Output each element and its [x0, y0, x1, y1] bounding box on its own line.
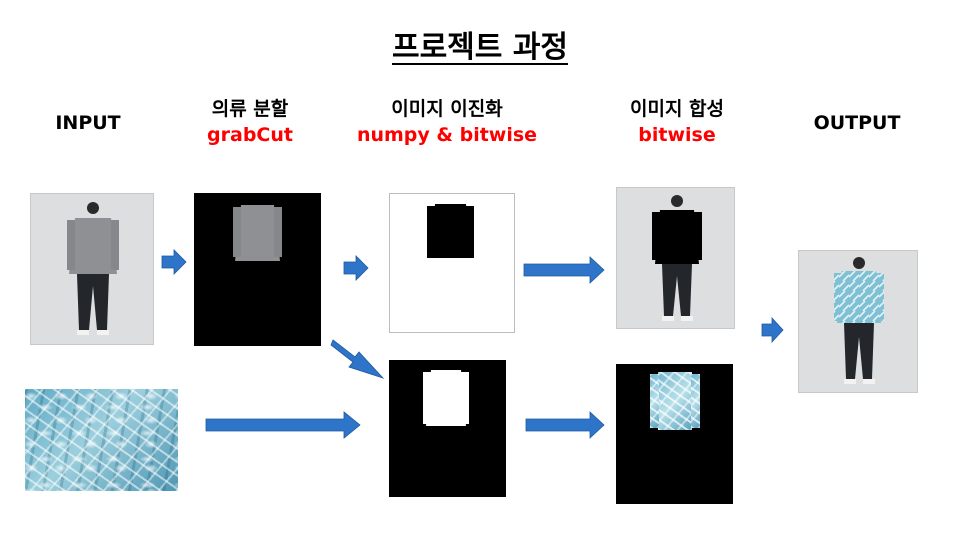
shirt-shape — [233, 205, 282, 261]
stage-label-segmentation: 의류 분할 grabCut — [207, 98, 293, 146]
person-figure — [67, 202, 119, 335]
textured-shirt-right-sleeve — [691, 374, 700, 428]
water-texture-image — [25, 389, 178, 491]
arrow-segmentation-diagonal — [330, 339, 385, 379]
input-person-image — [30, 193, 154, 345]
person-black-shirt-figure — [652, 195, 702, 321]
textured-shirt-left-sleeve — [650, 374, 659, 428]
stage-label-composition: 이미지 합성 bitwise — [629, 98, 725, 146]
white-shirt-mask — [423, 370, 469, 426]
stage-tech-bitwise: bitwise — [638, 124, 716, 146]
stage-label-input: INPUT — [55, 112, 121, 134]
stage-tech-grabcut: grabCut — [207, 124, 293, 146]
binary-mask-image — [389, 360, 506, 497]
stage-label-output: OUTPUT — [813, 112, 901, 134]
segmented-shirt-image — [194, 193, 321, 346]
arrow-segmentation-to-mask — [343, 255, 369, 281]
arrow-texture-to-mask — [205, 411, 361, 439]
output-person-image — [798, 250, 918, 393]
stage-tech-numpy-bitwise: numpy & bitwise — [356, 124, 538, 146]
textured-shirt-body — [658, 372, 692, 430]
output-person-figure — [834, 257, 884, 384]
page-title: 프로젝트 과정 — [391, 30, 569, 65]
arrow-input-to-segmentation — [161, 249, 187, 275]
textured-shirt-image — [616, 364, 733, 504]
person-black-shirt-image — [616, 187, 735, 329]
black-shirt-mask — [427, 204, 474, 258]
arrow-mask-to-textured — [525, 411, 605, 439]
arrow-mask-to-composite — [523, 256, 605, 284]
arrow-to-output — [761, 316, 784, 344]
stage-label-binarization: 이미지 이진화 numpy & bitwise — [356, 98, 538, 146]
binary-mask-inverse-image — [389, 193, 515, 333]
